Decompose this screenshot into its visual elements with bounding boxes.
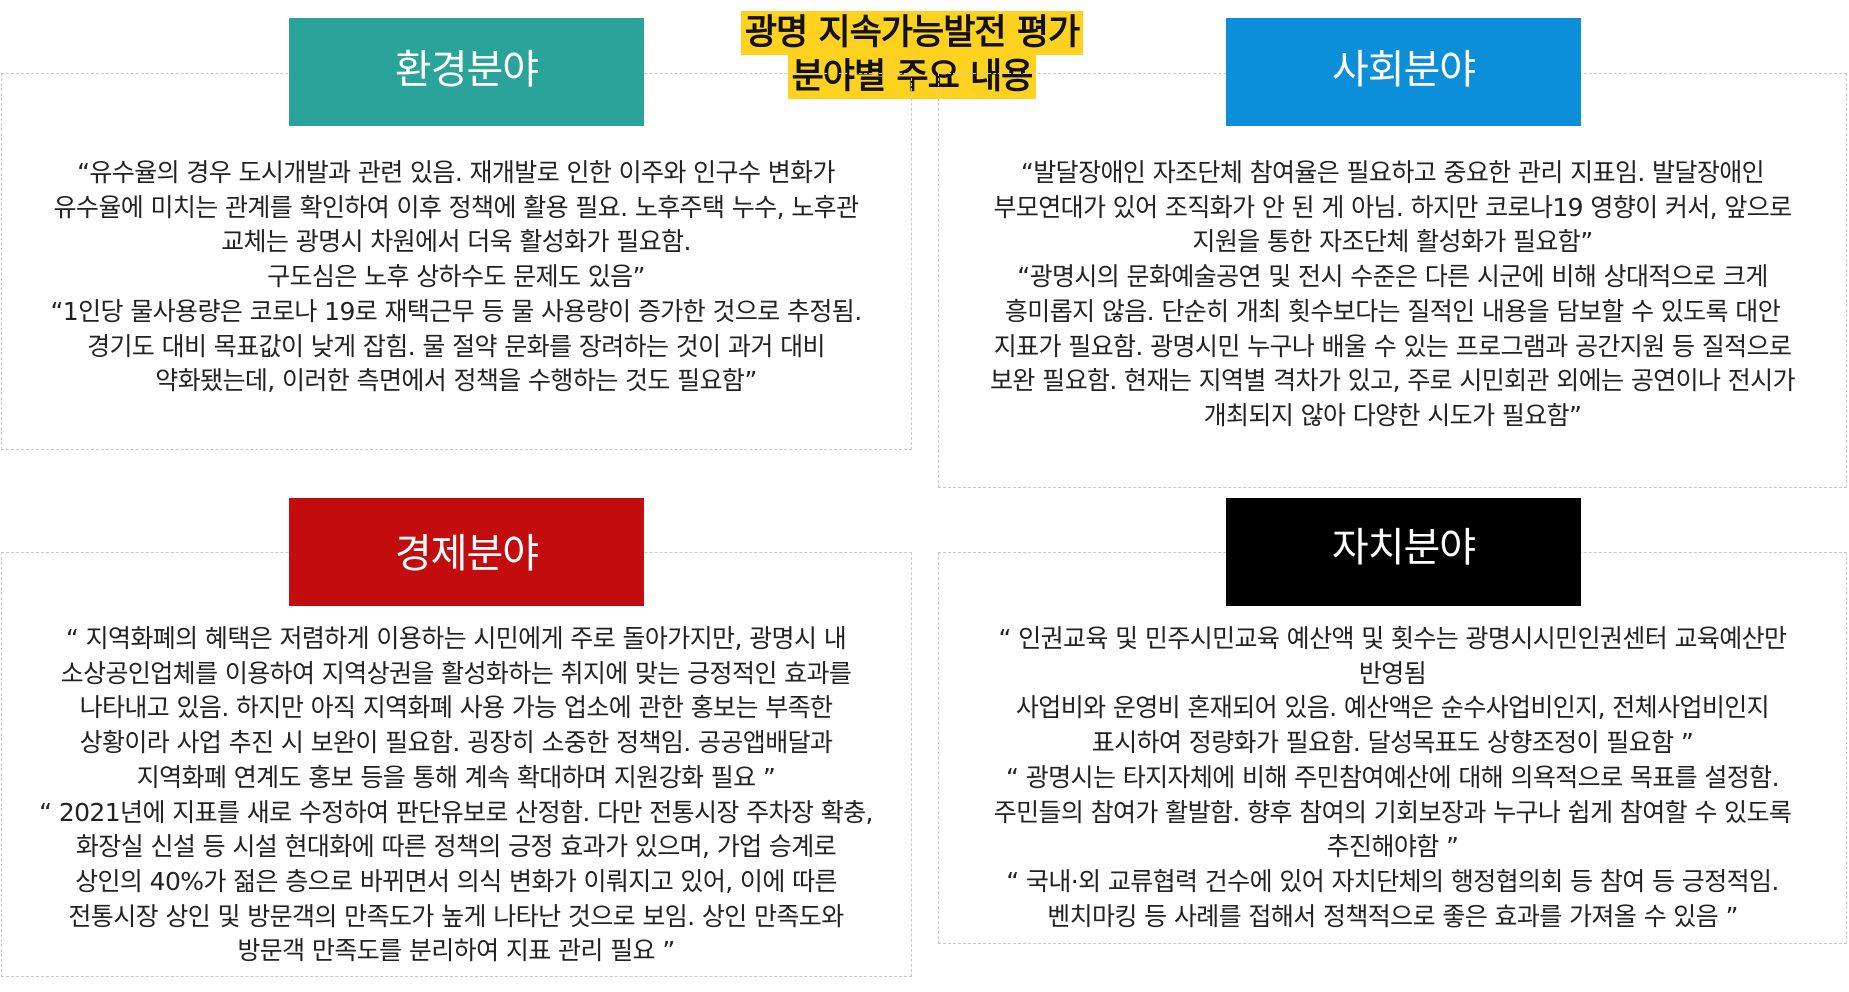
autonomy-section-header: 자치분야 [1226, 498, 1581, 606]
social-text-line: 개최되지 않아 다양한 시도가 필요함” [1203, 400, 1582, 430]
env-text-line: 구도심은 노후 상하수도 문제도 있음” [267, 262, 645, 292]
social-text-line: 지원을 통한 자조단체 활성화가 필요함” [1192, 227, 1593, 257]
autonomy-text-line: “ 국내·외 교류협력 건수에 있어 자치단체의 행정협의회 등 참여 등 긍정… [1006, 866, 1779, 896]
social-text-line: “발달장애인 자조단체 참여율은 필요하고 중요한 관리 지표임. 발달장애인 [1020, 158, 1765, 187]
economy-text-line: 소상공인업체를 이용하여 지역상권을 활성화하는 취지에 맞는 긍정적인 효과를 [60, 658, 852, 688]
social-text-line: “광명시의 문화예술공연 및 전시 수준은 다른 시군에 비해 상대적으로 크게 [1017, 262, 1768, 292]
economy-text-line: “ 2021년에 지표를 새로 수정하여 판단유보로 산정함. 다만 전통시장 … [39, 797, 873, 827]
social-text-line: 부모연대가 있어 조직화가 안 된 게 아님. 하지만 코로나19 영향이 커서… [993, 192, 1792, 222]
autonomy-section-text: “ 인권교육 및 민주시민교육 예산액 및 횟수는 광명시시민인권센터 교육예산… [943, 622, 1842, 934]
page-title: 광명 지속가능발전 평가 분야별 주요 내용 [732, 11, 1092, 99]
social-section-header: 사회분야 [1226, 18, 1581, 126]
economy-text-line: 지역화폐 연계도 홍보 등을 통해 계속 확대하며 지원강화 필요 ” [136, 762, 776, 792]
social-text-line: 지표가 필요함. 광명시민 누구나 배울 수 있는 프로그램과 공간지원 등 질… [993, 331, 1792, 361]
social-text-line: 보완 필요함. 현재는 지역별 격차가 있고, 주로 시민회관 외에는 공연이나… [990, 366, 1796, 396]
env-text-line: 경기도 대비 목표값이 낮게 잡힘. 물 절약 문화를 장려하는 것이 과거 대… [87, 331, 825, 361]
env-text-line: 교체는 광명시 차원에서 더욱 활성화가 필요함. [221, 227, 691, 257]
social-section-text: “발달장애인 자조단체 참여율은 필요하고 중요한 관리 지표임. 발달장애인 … [943, 156, 1842, 434]
page-title-line-2: 분야별 주요 내용 [787, 55, 1037, 99]
autonomy-text-line: “ 인권교육 및 민주시민교육 예산액 및 횟수는 광명시시민인권센터 교육예산… [998, 624, 1788, 653]
autonomy-text-line: 사업비와 운영비 혼재되어 있음. 예산액은 순수사업비인지, 전체사업비인지 [1015, 693, 1770, 723]
economy-section-header: 경제분야 [289, 498, 644, 606]
autonomy-text-line: 추진해야함 ” [1326, 832, 1459, 862]
page-title-line-1: 광명 지속가능발전 평가 [740, 11, 1084, 55]
env-text-line: 유수율에 미치는 관계를 확인하여 이후 정책에 활용 필요. 노후주택 누수,… [53, 192, 860, 222]
autonomy-text-line: 주민들의 참여가 활발함. 향후 참여의 기회보장과 누구나 쉽게 참여할 수 … [993, 797, 1792, 827]
env-text-line: 약화됐는데, 이러한 측면에서 정책을 수행하는 것도 필요함” [155, 366, 757, 396]
autonomy-text-line: 표시하여 정량화가 필요함. 달성목표도 상향조정이 필요함 ” [1091, 728, 1694, 758]
economy-text-line: 나타내고 있음. 하지만 아직 지역화폐 사용 가능 업소에 관한 홍보는 부족… [79, 693, 833, 723]
autonomy-text-line: 반영됨 [1358, 658, 1427, 688]
economy-text-line: 상황이라 사업 추진 시 보완이 필요함. 굉장히 소중한 정책임. 공공앱배달… [79, 728, 833, 758]
env-text-line: “유수율의 경우 도시개발과 관련 있음. 재개발로 인한 이주와 인구수 변화… [77, 158, 835, 187]
economy-section-text: “ 지역화폐의 혜택은 저렴하게 이용하는 시민에게 주로 돌아가지만, 광명시… [6, 622, 906, 969]
economy-text-line: 전통시장 상인 및 방문객의 만족도가 높게 나타난 것으로 보임. 상인 만족… [68, 901, 844, 931]
autonomy-text-line: 벤치마킹 등 사례를 접해서 정책적으로 좋은 효과를 가져올 수 있음 ” [1047, 901, 1738, 931]
economy-text-line: 방문객 만족도를 분리하여 지표 관리 필요 ” [237, 936, 675, 966]
social-text-line: 흥미롭지 않음. 단순히 개최 횟수보다는 질적인 내용을 담보할 수 있도록 … [1004, 296, 1781, 326]
economy-text-line: 상인의 40%가 젊은 층으로 바뀌면서 의식 변화가 이뤄지고 있어, 이에 … [75, 866, 837, 896]
env-section-header: 환경분야 [289, 18, 644, 126]
economy-text-line: 화장실 신설 등 시설 현대화에 따른 정책의 긍정 효과가 있으며, 가업 승… [75, 832, 837, 862]
env-text-line: “1인당 물사용량은 코로나 19로 재택근무 등 물 사용량이 증가한 것으로… [50, 296, 862, 326]
env-section-text: “유수율의 경우 도시개발과 관련 있음. 재개발로 인한 이주와 인구수 변화… [6, 156, 906, 399]
economy-text-line: “ 지역화폐의 혜택은 저렴하게 이용하는 시민에게 주로 돌아가지만, 광명시… [65, 624, 847, 653]
autonomy-text-line: “ 광명시는 타지자체에 비해 주민참여예산에 대해 의욕적으로 목표를 설정함… [1006, 762, 1779, 792]
